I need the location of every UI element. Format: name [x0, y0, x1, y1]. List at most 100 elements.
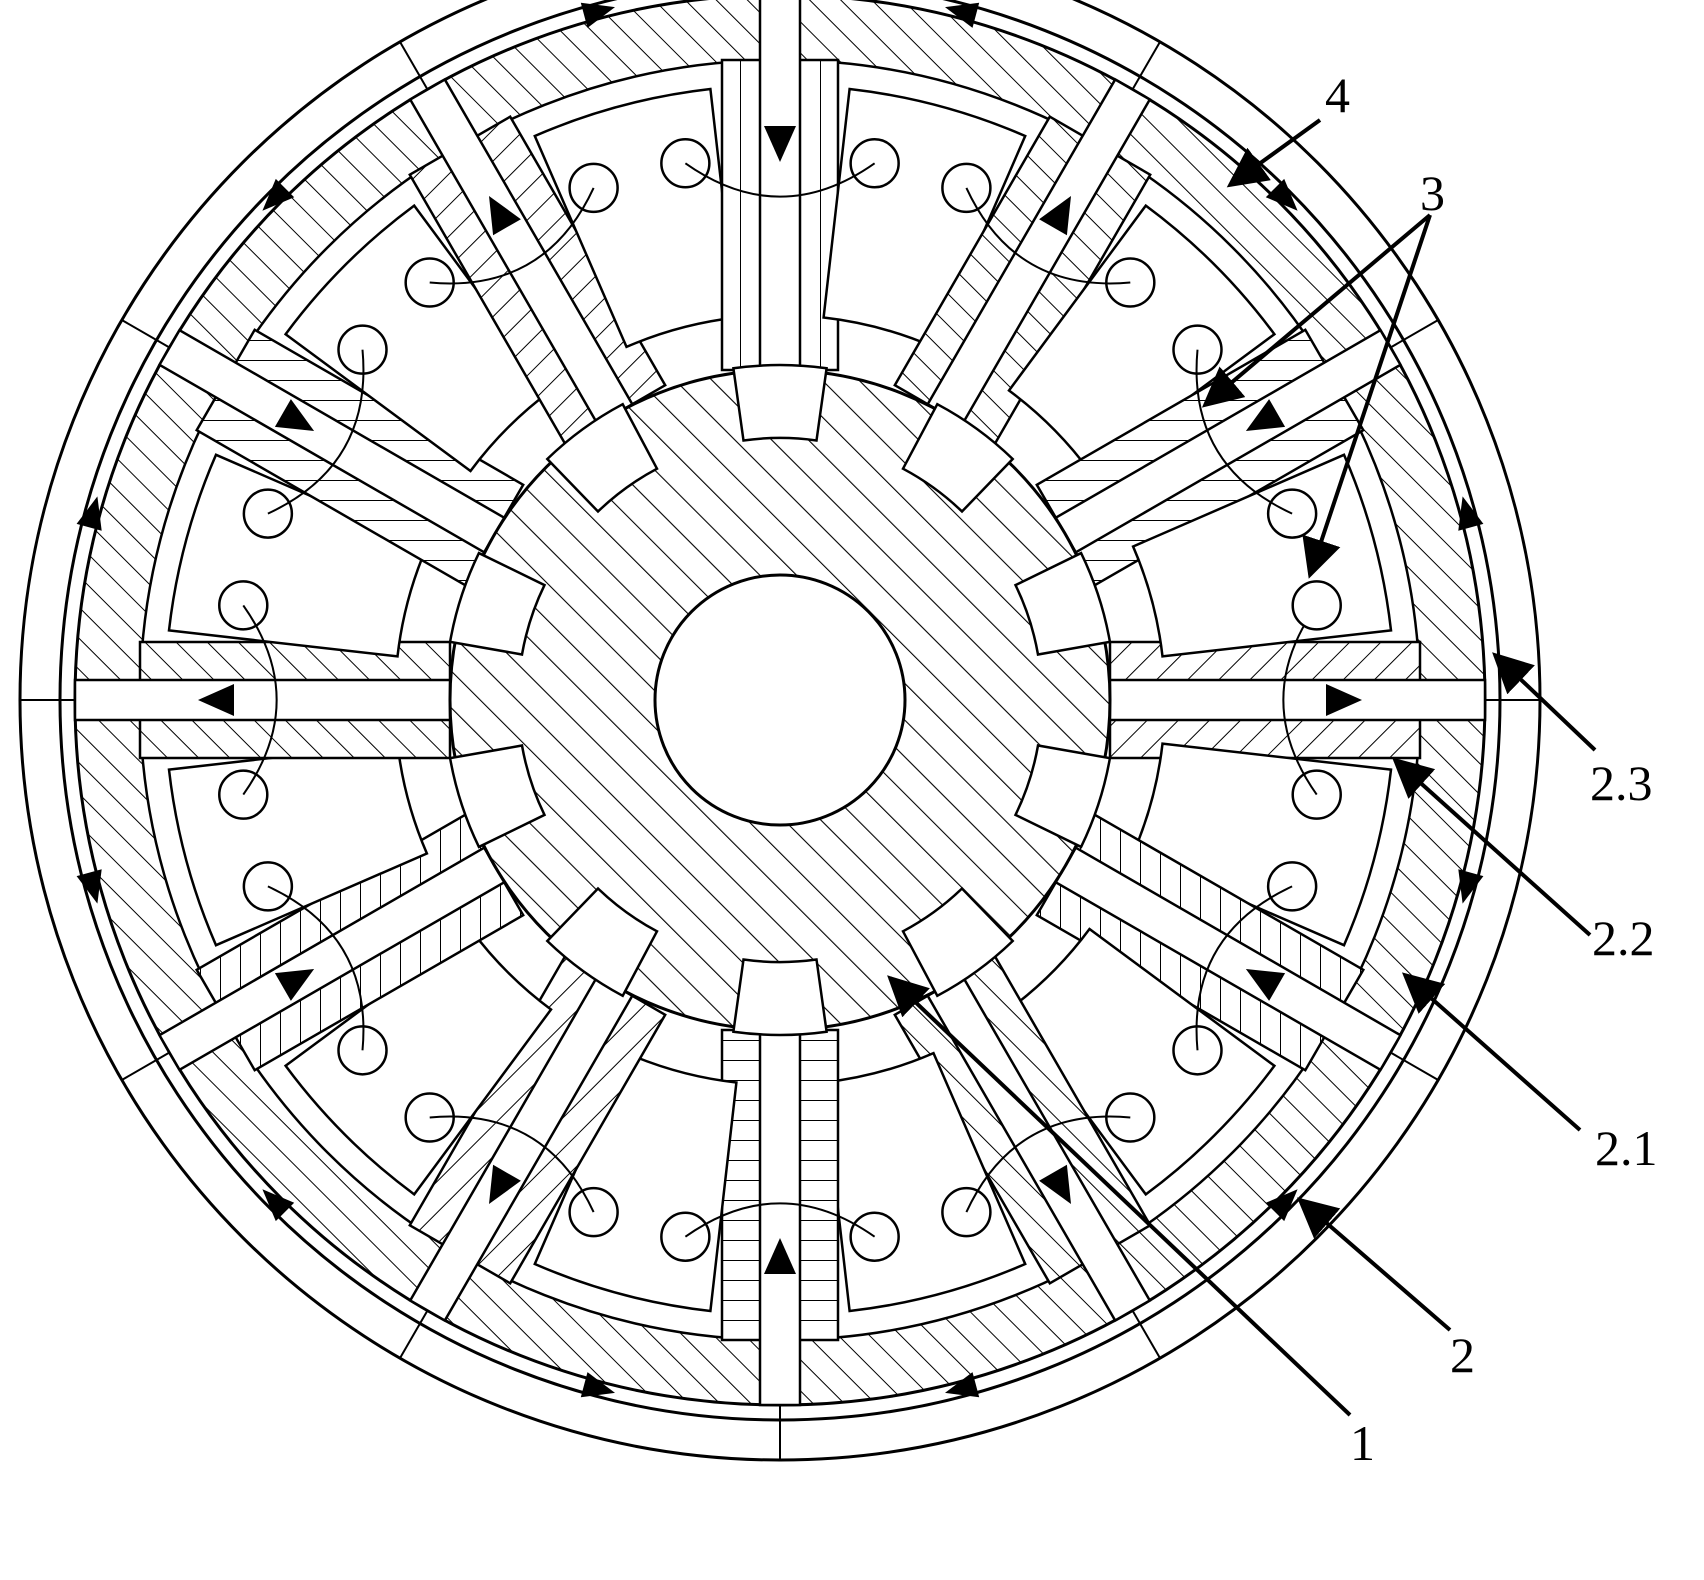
rotor-slot [731, 363, 829, 442]
winding-curve [267, 349, 365, 515]
winding-curve [429, 1115, 595, 1213]
winding-curve [242, 604, 278, 796]
winding-curve [684, 1202, 876, 1238]
shell-joint [1390, 1051, 1439, 1081]
winding-curve [429, 187, 595, 285]
winding-curve [684, 162, 876, 198]
stator-slot-gap [1108, 678, 1487, 722]
shell-joint [399, 41, 429, 90]
rotor [448, 363, 1112, 1037]
magnet-arrow [1326, 684, 1362, 716]
coil-circle [1266, 488, 1318, 539]
winding-coils [218, 138, 1342, 1262]
coil-circle [242, 861, 294, 912]
ring-arrow [945, 2, 980, 28]
coil-circle [849, 1211, 900, 1262]
winding-pocket [283, 203, 553, 473]
ring-arrow [1458, 869, 1484, 904]
magnet-arrow [1039, 196, 1071, 236]
shell-joint [1390, 319, 1439, 349]
magnetization-arrows [76, 2, 1484, 1398]
ring-arrow [76, 869, 102, 904]
callout-arrows [887, 118, 1597, 1417]
ring-arrow [1458, 496, 1484, 531]
magnet-arrow [764, 1238, 796, 1274]
stator-slot-gap [73, 678, 452, 722]
winding-pocket [1007, 203, 1277, 473]
rotor-slot [1013, 551, 1112, 656]
coil-circle [941, 162, 992, 214]
ring-arrow [580, 1372, 615, 1398]
coil-circle [242, 488, 294, 539]
callout-arrow-3b [1302, 214, 1432, 579]
callout-arrow-1 [887, 975, 1352, 1417]
shell-segment-joints [20, 41, 1540, 1460]
coil-circle [849, 138, 900, 189]
stator-slot-gap [758, 0, 802, 372]
label-windings: 3 [1420, 165, 1445, 221]
callout-arrow-2-3 [1492, 652, 1597, 752]
shell-joint [121, 1051, 170, 1081]
winding-pocket [1007, 927, 1277, 1197]
ring-arrow [945, 1372, 980, 1398]
rotor-slot [545, 402, 659, 514]
ring-arrow [76, 496, 102, 531]
magnet-arrow [489, 196, 521, 236]
shell-joint [1131, 1310, 1161, 1359]
coil-circle [941, 1186, 992, 1238]
stator-slot-gap [758, 1028, 802, 1407]
shell-joint [1131, 41, 1161, 90]
winding-curve [965, 187, 1131, 285]
rotor-shaft-bore [653, 573, 907, 827]
rotor-slot [448, 551, 547, 656]
callout-arrow-4 [1226, 118, 1322, 188]
rotor-slot [448, 744, 547, 849]
magnet-arrow [489, 1164, 521, 1204]
shell-joint [399, 1310, 429, 1359]
ring-arrow [1265, 1189, 1298, 1222]
coil-circle [1266, 861, 1318, 912]
winding-curve [1195, 349, 1293, 515]
rotor-slot [901, 402, 1015, 514]
winding-pocket [283, 927, 553, 1197]
winding-curve [965, 1115, 1131, 1213]
coil-circle [568, 1186, 619, 1238]
label-stator-part-2-1: 2.1 [1595, 1120, 1658, 1176]
magnet-arrow [764, 126, 796, 162]
coil-circle [1291, 580, 1342, 631]
rotor-slot [545, 886, 659, 998]
magnet-arrow [1245, 399, 1286, 431]
rotor-slot [901, 886, 1015, 998]
magnet-arrow [274, 399, 315, 431]
ring-arrow [262, 178, 295, 211]
coil-circle [568, 162, 619, 214]
callout-arrow-3a [1201, 213, 1432, 408]
shell-joint [121, 319, 170, 349]
magnet-arrow [274, 969, 315, 1001]
label-rotor: 1 [1350, 1415, 1375, 1471]
rotor-slot [1013, 744, 1112, 849]
coil-circle [218, 580, 269, 631]
coil-circle [1291, 769, 1342, 820]
label-stator-part-2-2: 2.2 [1592, 910, 1655, 966]
coil-circle [218, 769, 269, 820]
magnet-arrow [1245, 969, 1286, 1001]
coil-circle [660, 1211, 711, 1262]
callout-arrow-2 [1296, 1197, 1452, 1332]
winding-curve [267, 885, 365, 1051]
ring-arrow [580, 2, 615, 28]
ring-arrow [262, 1189, 295, 1222]
winding-curve [1282, 604, 1318, 796]
rotor-slot [731, 958, 829, 1037]
winding-curve [1195, 885, 1293, 1051]
callout-labels: 4 3 2.3 2.2 2.1 2 1 [1325, 67, 1658, 1471]
callout-arrow-2-1 [1402, 972, 1582, 1132]
magnet-arrow [1039, 1164, 1071, 1204]
ring-arrow [1265, 178, 1298, 211]
stator-modules [73, 0, 1487, 1407]
label-shell: 4 [1325, 67, 1350, 123]
label-stator-part-2-3: 2.3 [1590, 755, 1653, 811]
coil-circle [660, 138, 711, 189]
magnet-arrow [198, 684, 234, 716]
